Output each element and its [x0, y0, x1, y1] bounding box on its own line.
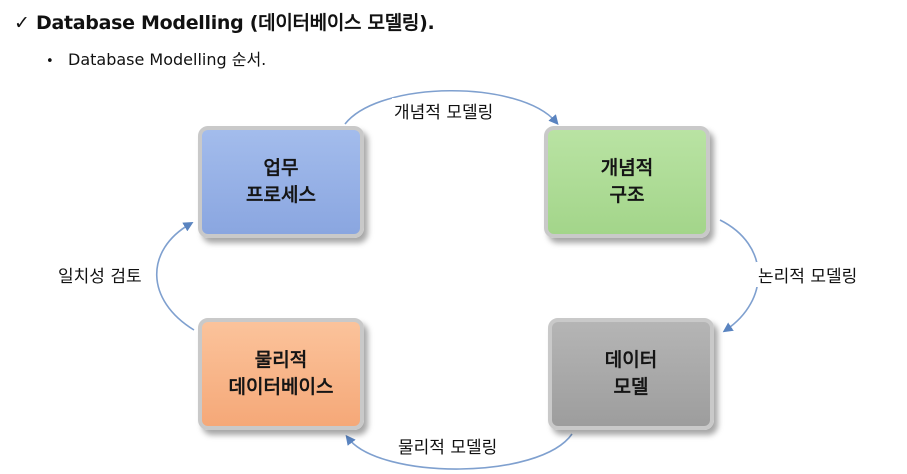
bullet-icon: • — [46, 54, 54, 69]
node-business-process: 업무 프로세스 — [198, 126, 364, 238]
edge-label-physical-modeling: 물리적 모델링 — [396, 433, 500, 458]
node-conceptual-structure: 개념적 구조 — [544, 126, 710, 238]
node-physical-database: 물리적 데이터베이스 — [198, 318, 364, 430]
edge-label-conceptual-modeling: 개념적 모델링 — [392, 98, 496, 123]
subtitle: • Database Modelling 순서. — [46, 46, 266, 70]
edge-label-logical-modeling: 논리적 모델링 — [756, 262, 860, 287]
heading-title: Database Modelling (데이터베이스 모델링). — [36, 12, 435, 34]
arrow-consistency-review — [156, 221, 195, 331]
edge-label-consistency-review: 일치성 검토 — [56, 262, 144, 287]
checkmark-icon: ✓ — [14, 12, 30, 34]
subtitle-text: Database Modelling 순서. — [68, 50, 267, 69]
arrow-conceptual-modeling — [344, 89, 559, 126]
node-data-model: 데이터 모델 — [548, 318, 714, 430]
page-heading: ✓ Database Modelling (데이터베이스 모델링). — [14, 8, 435, 35]
arrow-physical-modeling — [345, 433, 573, 470]
arrow-logical-modeling — [719, 219, 760, 333]
